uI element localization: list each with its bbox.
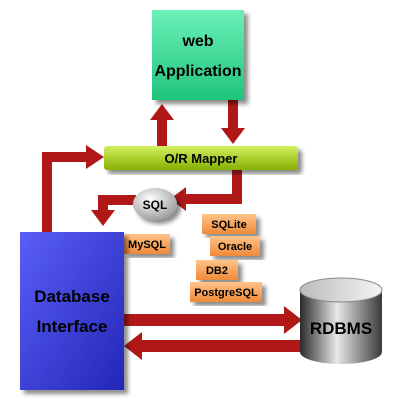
arrow-sql-to-dbinterface: [91, 195, 136, 226]
arrow-dbinterface-to-rdbms: [124, 306, 302, 334]
database-interface-label-line2: Interface: [37, 317, 108, 336]
dialect-label-db2: DB2: [206, 265, 228, 277]
dialect-label-sqlite: SQLite: [211, 219, 246, 231]
database-interface-box: [20, 232, 124, 390]
arrow-webapp-to-mapper: [221, 100, 245, 144]
dialect-label-mysql: MySQL: [128, 239, 166, 251]
rdbms-label: RDBMS: [310, 319, 372, 338]
database-interface-label-line1: Database: [34, 287, 110, 306]
dialect-tag-sqlite: [202, 214, 256, 234]
arrow-mapper-to-sql: [170, 170, 242, 211]
dialect-tag-db2: [196, 260, 238, 280]
web-application-label-line2: Application: [154, 63, 241, 80]
dialect-tag-mysql: [124, 234, 170, 254]
dialect-label-oracle: Oracle: [218, 241, 252, 253]
or-mapper-bar: [104, 146, 298, 170]
or-mapper-label: O/R Mapper: [165, 151, 238, 166]
rdbms-cylinder: [299, 277, 383, 364]
dialect-tag-postgresql: [190, 282, 262, 302]
dialect-tag-oracle: [210, 236, 260, 256]
sql-label: SQL: [143, 198, 168, 212]
web-application-label-line1: web: [181, 33, 213, 50]
dialect-label-postgresql: PostgreSQL: [194, 287, 258, 299]
web-application-box: [152, 10, 244, 100]
arrow-dbinterface-to-mapper: [42, 145, 104, 234]
sql-bubble: [133, 188, 177, 220]
arrow-mapper-to-webapp: [150, 104, 174, 148]
arrow-rdbms-to-dbinterface: [124, 332, 300, 360]
